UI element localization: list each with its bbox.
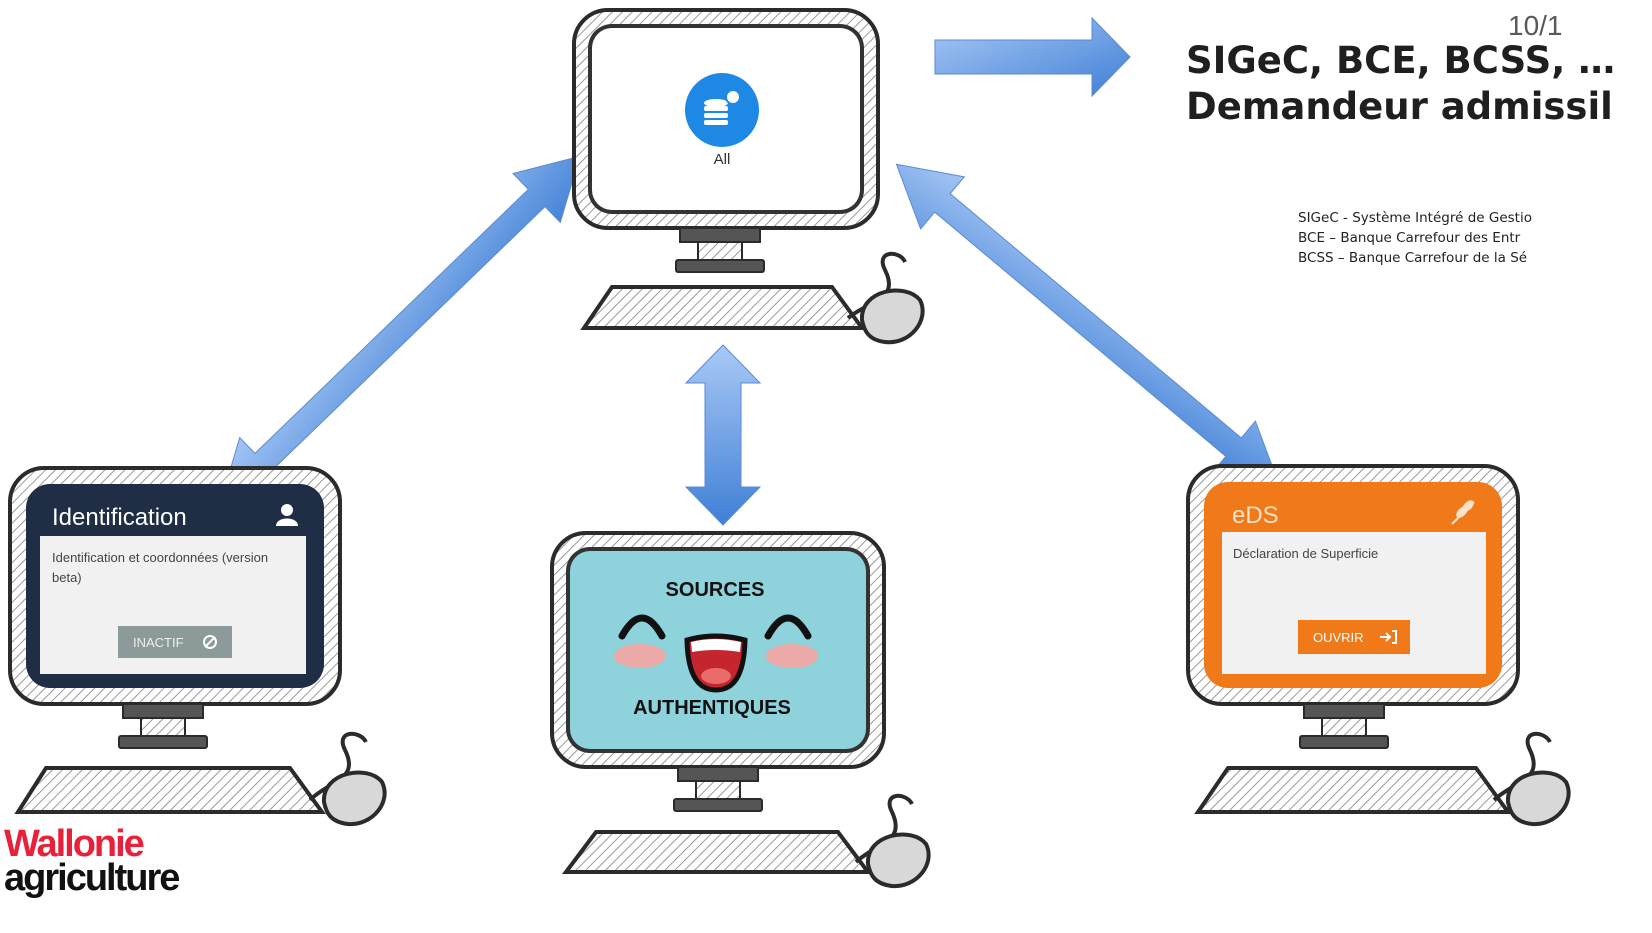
eds-description: Déclaration de Superficie: [1233, 546, 1378, 561]
headline: SIGeC, BCE, BCSS, … Demandeur admissil: [1186, 38, 1615, 130]
sign-in-icon: [1380, 630, 1397, 644]
glossary-sigec: SIGeC - Système Intégré de Gestio: [1298, 210, 1532, 226]
arrow-central-sources: [684, 344, 762, 526]
central-app-label[interactable]: All: [714, 151, 731, 168]
identification-title: Identification: [52, 504, 187, 531]
headline-line2: Demandeur admissil: [1186, 85, 1613, 128]
coins-stack-icon: [704, 89, 741, 125]
authentiques-label: AUTHENTIQUES: [633, 697, 791, 719]
wheat-icon: [1451, 500, 1475, 525]
sources-label: SOURCES: [666, 579, 765, 601]
page-number: 10/1: [1508, 10, 1563, 41]
eds-computer: [1186, 464, 1571, 827]
user-icon: [276, 504, 298, 526]
glossary-bcss: BCSS – Banque Carrefour de la Sé: [1298, 250, 1528, 266]
ouvrir-button-label[interactable]: OUVRIR: [1313, 630, 1364, 645]
arrow-central-eds: [895, 163, 1281, 487]
glossary-bce: BCE – Banque Carrefour des Entr: [1298, 230, 1521, 246]
logo-agriculture: agriculture: [4, 857, 180, 899]
logo-wallonie: Wallonie: [4, 823, 145, 865]
blocked-icon: [203, 635, 217, 649]
identification-description-line1: Identification et coordonnées (version: [52, 550, 268, 565]
glossary: SIGeC - Système Intégré de Gestio BCE – …: [1298, 208, 1532, 268]
inactif-button[interactable]: [118, 626, 232, 658]
central-computer: [572, 8, 925, 345]
inactif-button-label[interactable]: INACTIF: [133, 635, 184, 650]
smiley-face: [614, 614, 818, 693]
headline-line1: SIGeC, BCE, BCSS, …: [1186, 39, 1616, 82]
eds-title: eDS: [1232, 502, 1279, 529]
identification-description-line2: beta): [52, 570, 82, 585]
arrow-to-headline: [934, 16, 1131, 98]
